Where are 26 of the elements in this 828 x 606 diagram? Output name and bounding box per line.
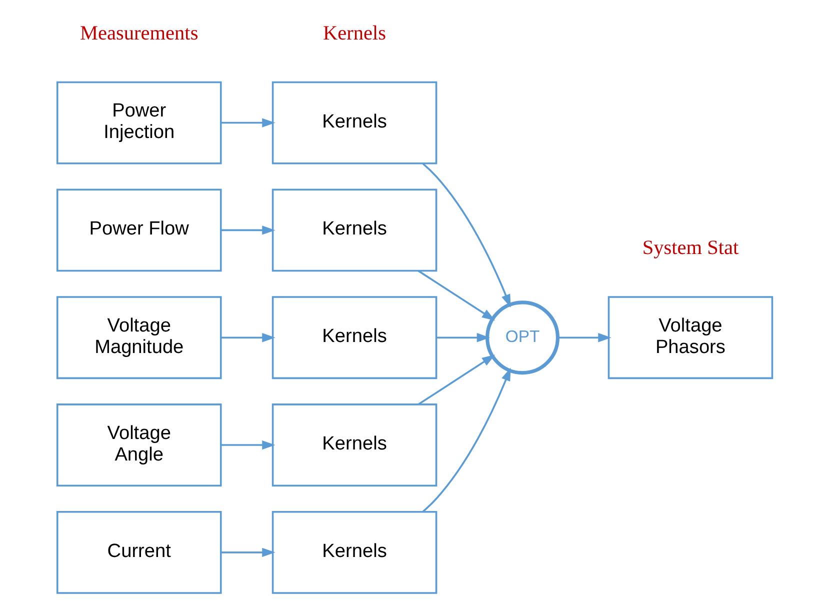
node-box: Power Flow xyxy=(56,188,222,272)
node-box: Kernels xyxy=(271,188,437,272)
node-box: Kernels xyxy=(271,81,437,164)
arrow xyxy=(417,354,495,406)
label: System Stat xyxy=(642,237,738,260)
arrow xyxy=(220,548,275,558)
arrow xyxy=(417,270,495,321)
arrow xyxy=(422,368,510,512)
label: Kernels xyxy=(322,22,386,44)
arrow xyxy=(220,440,275,450)
node-box: Kernels xyxy=(271,510,437,594)
arrow xyxy=(436,333,490,342)
node-box: Current xyxy=(56,510,222,594)
node-box: Kernels xyxy=(271,404,437,486)
node-box: Voltage Magnitude xyxy=(56,296,222,380)
node-box: Voltage Phasors xyxy=(607,296,773,380)
arrow xyxy=(220,118,275,128)
arrow xyxy=(422,162,510,308)
node-box: Kernels xyxy=(271,296,437,380)
label: Measurements xyxy=(80,22,198,44)
arrow xyxy=(220,333,275,342)
arrow xyxy=(557,333,611,342)
arrow xyxy=(220,226,275,235)
node-box: Voltage Angle xyxy=(56,404,222,486)
node-circle: OPT xyxy=(485,300,559,375)
node-box: Power Injection xyxy=(56,81,222,164)
